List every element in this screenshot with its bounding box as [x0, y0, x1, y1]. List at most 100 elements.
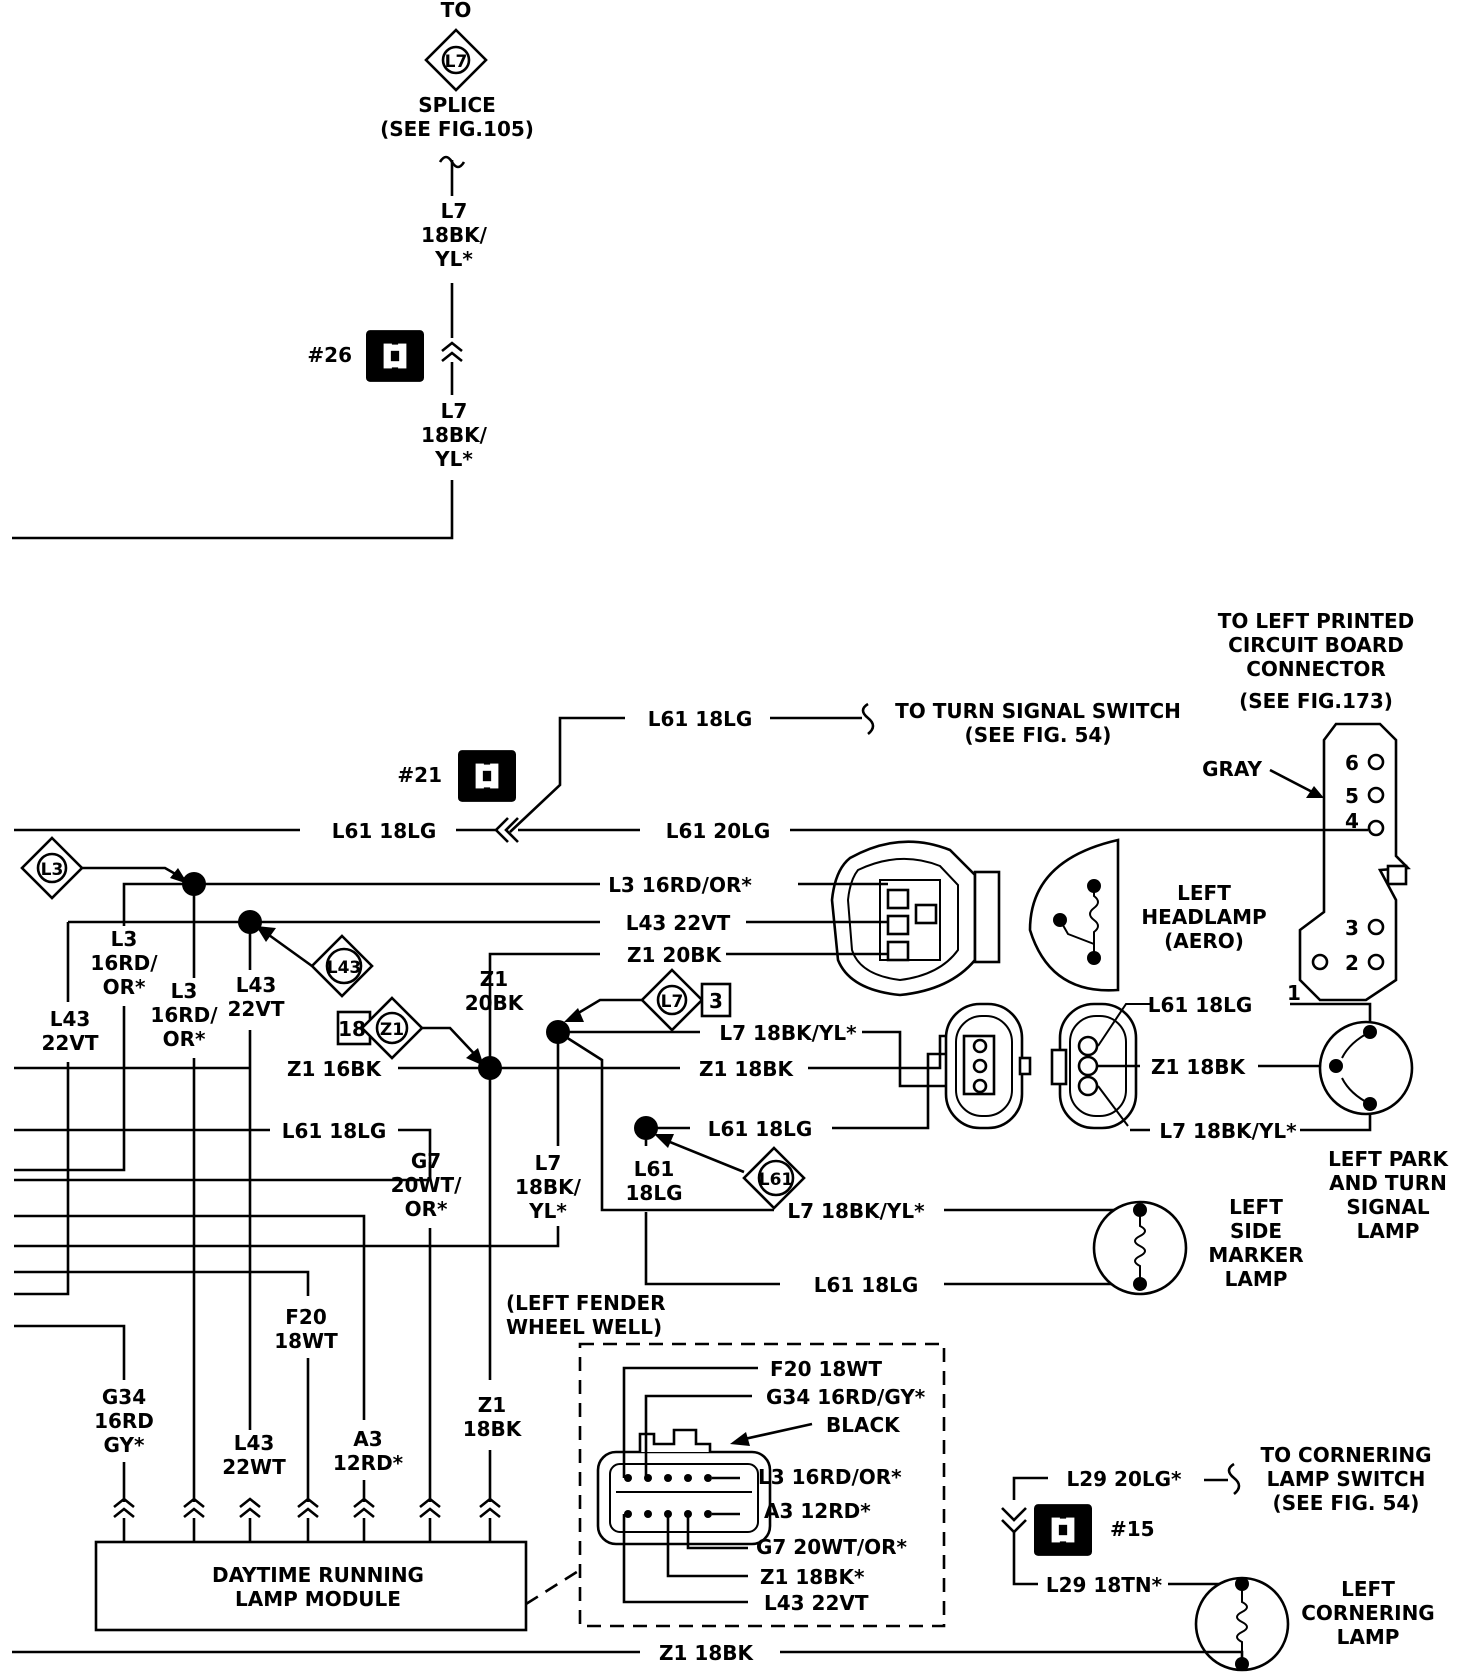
vlabel-l3-b-2: 16RD/ [150, 1003, 218, 1027]
badge-l61-label: L61 [759, 1170, 794, 1190]
bottom-ground: Z1 18BK [12, 1641, 1244, 1665]
pcb-title-2: CIRCUIT BOARD [1228, 633, 1404, 657]
headlamp-connector-latch [973, 870, 1001, 964]
pcb-pin-4: 4 [1345, 809, 1359, 833]
drl-g34-label: G34 16RD/GY* [766, 1385, 926, 1409]
side-marker-label-3: MARKER [1208, 1243, 1303, 1267]
wire-l7-park-label: L7 18BK/YL* [1159, 1119, 1297, 1143]
park-lamp-label-3: SIGNAL [1346, 1195, 1429, 1219]
drl-module-label-1: DAYTIME RUNNING [212, 1563, 424, 1587]
wire-z1-18bk-mid-label: Z1 18BK [699, 1057, 794, 1081]
splice-badge-label: L7 [445, 52, 468, 72]
badge-z1-label: Z1 [380, 1020, 404, 1040]
vlabel-g7-2: 20WT/ [391, 1173, 463, 1197]
vlabel-z1-18bk-1: Z1 [478, 1393, 506, 1417]
wire-l3-16rd-or-label: L3 16RD/OR* [608, 873, 752, 897]
fender-dashed-leader [525, 1568, 581, 1606]
wire-l61-18lg-left-label: L61 18LG [332, 819, 437, 843]
fender-dashed-box [578, 1342, 946, 1628]
wire-l61-branch [509, 716, 625, 833]
park-lamp-label-1: LEFT PARK [1328, 1147, 1449, 1171]
pcb-section: TO LEFT PRINTED CIRCUIT BOARD CONNECTOR … [1202, 609, 1414, 1005]
headlamp-label-2: HEADLAMP [1141, 905, 1266, 929]
cornering-l29-20lg-label: L29 20LG* [1067, 1467, 1183, 1491]
pcb-pins [1311, 753, 1385, 971]
headlamp-label-1: LEFT [1177, 881, 1231, 905]
top-section: TO L7 SPLICE (SEE FIG.105) L7 18BK/ YL* … [12, 0, 534, 540]
pcb-title-1: TO LEFT PRINTED [1218, 609, 1414, 633]
to-label: TO [441, 0, 472, 22]
turn-signal-section: L61 18LG TO TURN SIGNAL SWITCH (SEE FIG.… [14, 699, 1368, 843]
wire-z1-18bk-bottom-label: Z1 18BK [659, 1641, 754, 1665]
connector-21-icon [458, 750, 516, 802]
splice-see-fig: (SEE FIG.105) [380, 117, 534, 141]
vlabel-a3-1: A3 [353, 1427, 382, 1451]
fender-label-2: WHEEL WELL) [506, 1315, 662, 1339]
wire-l61-18lg-side-label: L61 18LG [814, 1273, 919, 1297]
wire-l7-18bkyl-a-label: L7 18BK/YL* [719, 1021, 857, 1045]
wire-l61-18lg-mid-label: L61 18LG [282, 1119, 387, 1143]
park-lamp-label-2: AND TURN [1329, 1171, 1447, 1195]
park-connectors: L61 18LG Z1 18BK L7 18BK/YL* [944, 993, 1372, 1143]
badge-l7-box-label: 3 [709, 989, 723, 1013]
wire-z1-18bk-park-label: Z1 18BK [1151, 1055, 1246, 1079]
vlabel-l43-c-2: 22WT [222, 1455, 286, 1479]
pcb-gray-label: GRAY [1202, 757, 1262, 781]
pcb-pin-5: 5 [1345, 784, 1359, 808]
wire-z1-16bk-label: Z1 16BK [287, 1057, 382, 1081]
vlabel-l3-a-2: 16RD/ [90, 951, 158, 975]
turn-signal-wire-label: L61 18LG [648, 707, 753, 731]
vlabel-l43-left-2: 22VT [42, 1031, 99, 1055]
vlabel-l3-a-1: L3 [111, 927, 138, 951]
vlabel-l61-1: L61 [634, 1157, 675, 1181]
side-marker-label-1: LEFT [1229, 1195, 1283, 1219]
vlabel-l61-2: 18LG [626, 1181, 683, 1205]
connector-21-chevron [494, 817, 519, 843]
pcb-pin-1: 1 [1287, 981, 1301, 1005]
drl-module-box [94, 1540, 528, 1632]
vlabel-f20-2: 18WT [274, 1329, 338, 1353]
badge-z1: Z1 [360, 996, 424, 1060]
drl-l43-label: L43 22VT [764, 1591, 869, 1615]
badge-l7-box [700, 982, 732, 1018]
cornering-section: L29 20LG* TO CORNERING LAMP SWITCH (SEE … [1001, 1443, 1435, 1672]
wire-l7-lower-2: 18BK/ [421, 423, 488, 447]
badge-l7-label: L7 [661, 992, 684, 1012]
wire-l61-18lg-b-label: L61 18LG [708, 1117, 813, 1141]
connector-26-icon [366, 330, 424, 382]
vlabel-g34-3: GY* [104, 1433, 145, 1457]
vlabel-l43-b-1: L43 [236, 973, 277, 997]
cornering-switch-3: (SEE FIG. 54) [1273, 1491, 1420, 1515]
headlamp-section: LEFT HEADLAMP (AERO) [830, 838, 1267, 997]
park-lamp-label-4: LAMP [1357, 1219, 1420, 1243]
side-marker-label-2: SIDE [1230, 1219, 1282, 1243]
cornering-switch-2: LAMP SWITCH [1267, 1467, 1426, 1491]
turn-signal-see-fig: (SEE FIG. 54) [965, 723, 1112, 747]
connector-21-label: #21 [397, 763, 442, 787]
vlabel-l7-3: YL* [528, 1199, 567, 1223]
break-turn [861, 702, 875, 736]
vlabel-l3-b-1: L3 [171, 979, 198, 1003]
vlabel-f20-1: F20 [285, 1305, 327, 1329]
drl-module-section: DAYTIME RUNNING LAMP MODULE [94, 1497, 528, 1632]
vlabel-g34-1: G34 [102, 1385, 146, 1409]
wire-l3-badge [82, 866, 187, 882]
wire-l7-upper-1: L7 [441, 199, 468, 223]
wire-l7-upper-2: 18BK/ [421, 223, 488, 247]
side-marker-lamp: LEFT SIDE MARKER LAMP [1092, 1195, 1304, 1296]
fender-label-1: (LEFT FENDER [506, 1291, 666, 1315]
badge-l7: L7 [640, 968, 704, 1032]
pcb-tab [1386, 864, 1408, 886]
wire-l43-22vt-label: L43 22VT [626, 911, 731, 935]
wire-l61-20lg-label: L61 20LG [666, 819, 771, 843]
headlamp-label-3: (AERO) [1164, 929, 1244, 953]
pcb-title-3: CONNECTOR [1246, 657, 1386, 681]
vlabel-g34-2: 16RD [94, 1409, 154, 1433]
badge-l3-label: L3 [41, 860, 64, 880]
wire-z1-20bk-label: Z1 20BK [627, 943, 722, 967]
cornering-lamp-label-2: CORNERING [1301, 1601, 1434, 1625]
vlabel-l7-1: L7 [535, 1151, 562, 1175]
vlabel-a3-2: 12RD* [333, 1451, 404, 1475]
connector-26-label: #26 [307, 343, 352, 367]
vlabel-l43-b-2: 22VT [228, 997, 285, 1021]
